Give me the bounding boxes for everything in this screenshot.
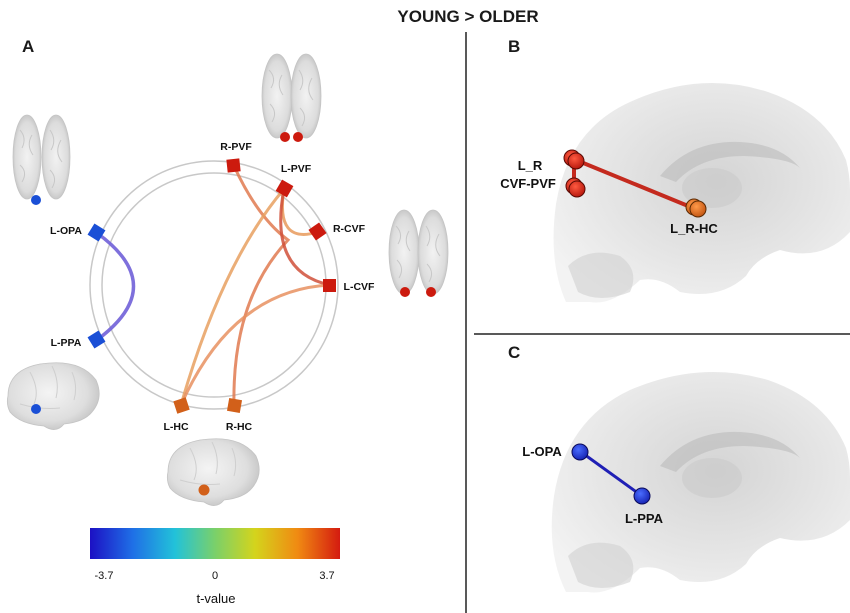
- brain-thumbnail-side-hc: [166, 438, 260, 506]
- panel-b: L_R CVF-PVF L_R-HC: [500, 83, 850, 303]
- brain-hemisphere-right: [290, 53, 322, 139]
- brain-sulci: [19, 129, 63, 189]
- connection-r-pvf-r-hc: [232, 165, 291, 406]
- connection-l-cvf-l-hc: [179, 283, 331, 406]
- brain-hemisphere-left: [388, 209, 420, 295]
- node-label-ppa-c: L-PPA: [625, 511, 664, 526]
- node-pvf-b-2: [567, 152, 585, 170]
- panel-b-label: B: [508, 37, 520, 56]
- node-label-l-opa: L-OPA: [50, 225, 82, 237]
- node-label-cvf-pvf-line1: L_R: [518, 158, 543, 173]
- cerebellum-b: [568, 252, 634, 298]
- node-marker-l-pvf: [275, 179, 294, 198]
- node-marker-l-opa: [87, 223, 106, 242]
- brain-hemisphere-right: [41, 114, 71, 200]
- colorbar-mid-label: 0: [212, 570, 218, 582]
- figure-title: YOUNG > OLDER: [397, 7, 538, 26]
- node-label-l-pvf: L-PVF: [281, 163, 312, 175]
- roi-dot-l-ppa: [31, 404, 41, 414]
- brain-thumbnail-side-ppa: [6, 362, 100, 430]
- thalamus-b: [682, 168, 742, 208]
- node-label-l-ppa: L-PPA: [51, 337, 82, 349]
- connectogram-inner-ring: [101, 172, 327, 398]
- node-ppa-c: [633, 487, 651, 505]
- node-marker-r-pvf: [226, 158, 241, 173]
- colorbar-title: t-value: [196, 591, 235, 606]
- node-label-cvf-pvf-line2: CVF-PVF: [500, 176, 556, 191]
- node-opa-c: [571, 443, 589, 461]
- node-label-r-cvf: R-CVF: [333, 223, 366, 235]
- corpus-callosum-b: [660, 141, 800, 182]
- roi-dot-l-opa: [31, 195, 41, 205]
- node-label-l-cvf: L-CVF: [344, 281, 375, 293]
- corpus-callosum-c: [660, 431, 800, 472]
- cerebellum-c: [568, 542, 634, 588]
- connection-l-pvf-l-cvf: [279, 188, 331, 287]
- brain-sulci: [19, 365, 77, 409]
- roi-dot-l-pvf: [280, 132, 290, 142]
- brain-lateral-outline: [166, 438, 260, 506]
- colorbar-min-label: -3.7: [95, 570, 114, 582]
- node-label-r-hc: R-HC: [226, 421, 253, 433]
- brain-hemisphere-left: [12, 114, 42, 200]
- panel-a-label: A: [22, 37, 34, 56]
- node-label-hc-b: L_R-HC: [670, 221, 718, 236]
- brain-hemisphere-right: [417, 209, 449, 295]
- panel-c: L-OPA L-PPA: [522, 372, 850, 593]
- node-marker-r-hc: [226, 397, 243, 414]
- node-label-opa-c: L-OPA: [522, 444, 562, 459]
- brain-thumbnail-top-pvf: [261, 53, 322, 142]
- brain-lateral-outline: [6, 362, 100, 430]
- roi-dot-r-cvf: [426, 287, 436, 297]
- connectogram-outer-ring: [89, 160, 339, 410]
- brain-thumbnail-top-left: [12, 114, 71, 205]
- connection-cvf-pvf-hc: [575, 158, 694, 210]
- panel-c-label: C: [508, 343, 520, 362]
- thalamus-c: [682, 458, 742, 498]
- connection-l-opa-l-ppa: [95, 231, 136, 342]
- node-cvf-b-2: [568, 180, 586, 198]
- brain-sulci: [179, 441, 237, 485]
- colorbar-max-label: 3.7: [319, 570, 334, 582]
- connection-opa-ppa-c: [580, 450, 643, 498]
- node-marker-r-cvf: [308, 222, 327, 241]
- roi-dot-hc: [198, 484, 210, 496]
- node-hc-b-2: [689, 200, 707, 218]
- brain-sulci: [395, 225, 441, 283]
- colorbar: [90, 528, 340, 559]
- node-marker-l-hc: [173, 397, 190, 414]
- connection-l-pvf-l-hc: [179, 188, 286, 406]
- brain-sulci: [268, 69, 314, 127]
- roi-dot-r-pvf: [293, 132, 303, 142]
- brain-thumbnail-top-cvf: [388, 209, 449, 297]
- node-marker-l-ppa: [87, 330, 106, 349]
- node-marker-l-cvf: [323, 279, 336, 292]
- node-label-r-pvf: R-PVF: [220, 141, 252, 153]
- brain-hemisphere-left: [261, 53, 293, 139]
- panel-a: R-PVF L-PVF R-CVF L-CVF L-OPA L-PPA L-HC…: [6, 53, 449, 606]
- roi-dot-l-cvf: [400, 287, 410, 297]
- node-label-l-hc: L-HC: [163, 421, 188, 433]
